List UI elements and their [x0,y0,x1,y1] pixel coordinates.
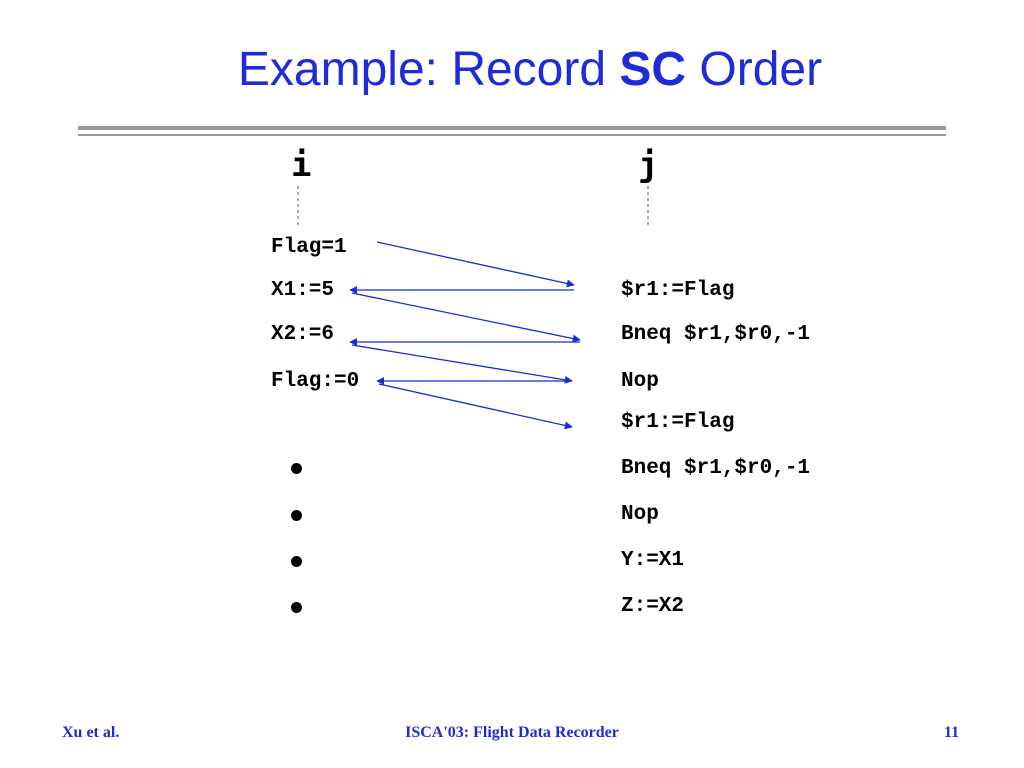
thread-j-instr-8: Z:=X2 [621,595,685,618]
thread-j-instr-1: $r1:=Flag [621,279,735,302]
footer-author: Xu et al. [62,724,120,741]
thread-j-instr-6: Nop [621,503,659,526]
thread-i-instr-3: X2:=6 [271,323,335,346]
ellipsis-bullet [291,463,302,474]
title-rule-thick [78,126,946,130]
title-part-bold: SC [619,43,687,96]
thread-i-instr-4: Flag:=0 [271,370,360,393]
thread-j-instr-4: $r1:=Flag [621,411,735,434]
thread-i-label: i [291,145,312,185]
title-part-2: Order [686,43,823,96]
thread-j-label: j [638,145,659,185]
dependence-arrow [376,241,575,288]
footer-page-number: 11 [944,724,960,741]
ellipsis-bullet [291,556,302,567]
thread-i-instr-2: X1:=5 [271,279,335,302]
footer-venue: ISCA'03: Flight Data Recorder [405,724,619,741]
dependence-arrow [351,344,573,384]
ellipsis-bullet [291,510,302,521]
thread-j-instr-2: Bneq $r1,$r0,-1 [621,323,811,346]
dependence-arrow [351,292,581,343]
dependence-arrow [378,383,573,430]
thread-j-instr-3: Nop [621,370,659,393]
title-rule-thin [78,134,946,136]
title-part-1: Example: Record [237,43,620,96]
ellipsis-bullet [291,602,302,613]
thread-j-instr-5: Bneq $r1,$r0,-1 [621,457,811,480]
thread-i-instr-1: Flag=1 [271,236,347,259]
slide-title: Example: Record SC Order [0,42,1024,97]
thread-j-instr-7: Y:=X1 [621,549,685,572]
